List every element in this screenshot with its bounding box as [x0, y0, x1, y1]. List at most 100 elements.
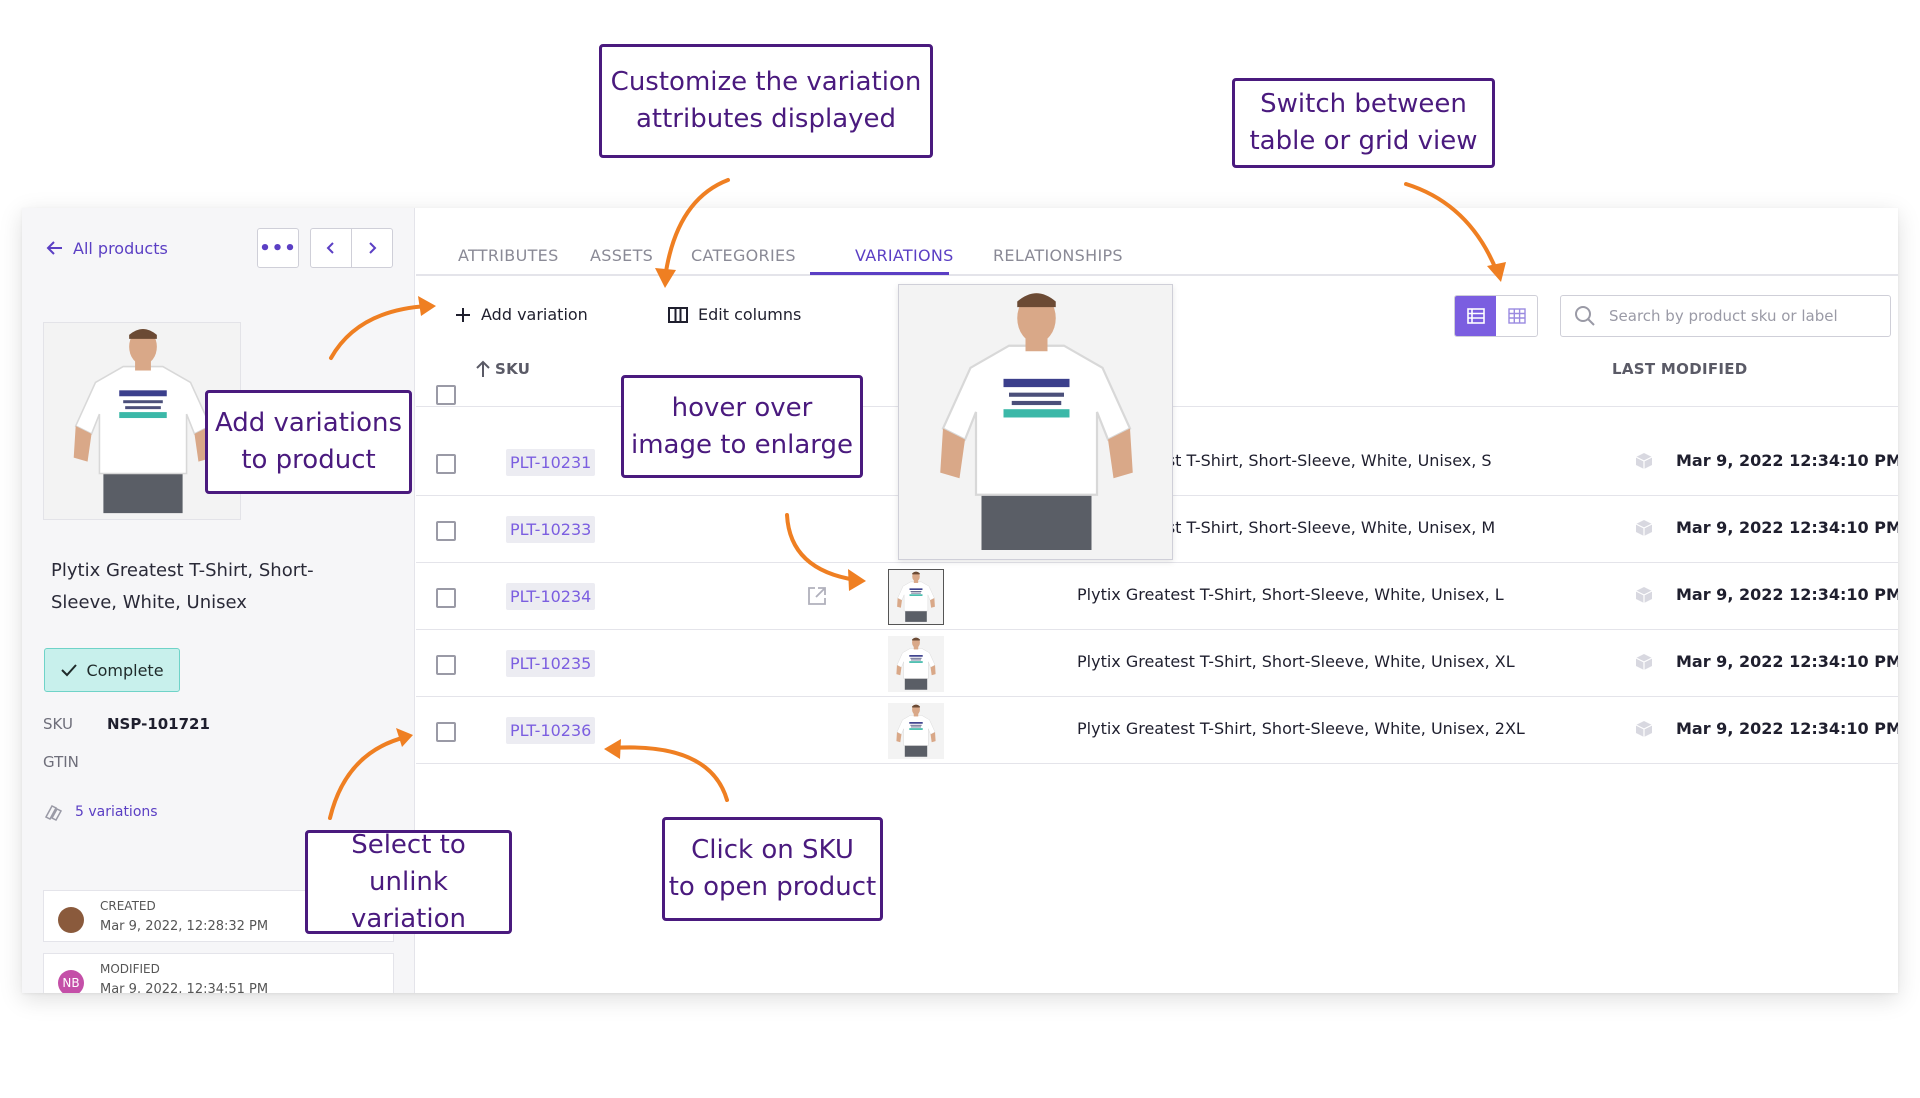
columns-icon	[668, 306, 688, 323]
edit-columns-button[interactable]: Edit columns	[668, 305, 801, 324]
sku-link[interactable]: PLT-10231	[506, 449, 596, 476]
select-all-checkbox[interactable]	[436, 385, 456, 405]
sku-column-header[interactable]: SKU	[475, 360, 530, 378]
tab-assets[interactable]: ASSETS	[590, 246, 654, 265]
status-badge[interactable]: Complete	[44, 648, 180, 692]
product-label: Plytix Greatest T-Shirt, Short-Sleeve, W…	[1077, 585, 1504, 604]
variations-count-link[interactable]: 5 variations	[43, 802, 158, 822]
annotation-line: unlink variation	[351, 866, 466, 934]
check-icon	[61, 664, 78, 677]
annotation-line: hover over	[671, 392, 813, 423]
sku-link[interactable]: PLT-10233	[506, 516, 596, 543]
annotation-line: Customize the variation	[610, 67, 922, 97]
tshirt-image	[899, 285, 1173, 560]
previous-product-button[interactable]	[310, 228, 352, 268]
cube-icon	[1635, 453, 1653, 469]
list-view-icon	[1466, 308, 1485, 324]
last-modified: Mar 9, 2022 12:34:10 PM	[1676, 719, 1898, 738]
table-row[interactable]: PLT-10233 est T-Shirt, Short-Sleeve, Whi…	[416, 496, 1898, 563]
gtin-label: GTIN	[43, 753, 79, 771]
table-row[interactable]: PLT-10235 Plytix Greatest T-Shirt, Short…	[416, 630, 1898, 697]
more-actions-button[interactable]: •••	[257, 228, 299, 268]
view-toggle	[1454, 295, 1538, 337]
table-row[interactable]: PLT-10234 Plytix Greatest T-Shirt, Short…	[416, 563, 1898, 630]
last-modified: Mar 9, 2022 12:34:10 PM	[1676, 652, 1898, 671]
annotation-line: Switch between	[1260, 89, 1467, 119]
tab-variations[interactable]: VARIATIONS	[855, 246, 954, 265]
grid-view-icon	[1507, 308, 1526, 324]
sku-link[interactable]: PLT-10235	[506, 650, 596, 677]
row-checkbox[interactable]	[436, 588, 456, 608]
next-product-button[interactable]	[351, 228, 393, 268]
avatar	[58, 907, 84, 933]
annotation-line: attributes displayed	[635, 104, 897, 134]
tab-attributes[interactable]: ATTRIBUTES	[458, 246, 559, 265]
last-modified: Mar 9, 2022 12:34:10 PM	[1676, 585, 1898, 604]
tab-relationships[interactable]: RELATIONSHIPS	[993, 246, 1123, 265]
tshirt-image	[889, 570, 943, 624]
active-tab-indicator	[810, 272, 949, 275]
variation-thumbnail[interactable]	[888, 569, 944, 625]
annotation-click-sku: Click on SKU to open product	[662, 817, 883, 921]
tab-bar: ATTRIBUTES ASSETS CATEGORIES VARIATIONS …	[416, 208, 1898, 276]
row-checkbox[interactable]	[436, 655, 456, 675]
add-variation-button[interactable]: Add variation	[455, 305, 588, 324]
all-products-link[interactable]: All products	[45, 238, 168, 258]
row-checkbox[interactable]	[436, 722, 456, 742]
table-row[interactable]: PLT-10231 est T-Shirt, Short-Sleeve, Whi…	[416, 429, 1898, 496]
sku-link[interactable]: PLT-10234	[506, 583, 596, 610]
cube-icon	[1635, 587, 1653, 603]
table-row[interactable]: PLT-10236 Plytix Greatest T-Shirt, Short…	[416, 697, 1898, 764]
product-label: est T-Shirt, Short-Sleeve, White, Unisex…	[1157, 518, 1496, 537]
sort-up-icon	[476, 360, 490, 377]
cube-icon	[1635, 520, 1653, 536]
annotation-hover: hover over image to enlarge	[621, 375, 863, 478]
arrow-left-icon	[46, 241, 62, 255]
last-modified: Mar 9, 2022 12:34:10 PM	[1676, 451, 1898, 470]
annotation-switch-view: Switch between table or grid view	[1232, 78, 1495, 168]
all-products-label: All products	[73, 238, 168, 258]
modified-value: Mar 9, 2022, 12:34:51 PM	[100, 982, 269, 993]
chevron-right-icon	[369, 242, 377, 254]
avatar: NB	[58, 970, 84, 993]
product-label: est T-Shirt, Short-Sleeve, White, Unisex…	[1157, 451, 1492, 470]
search-box	[1560, 295, 1891, 337]
modified-info: NB MODIFIED Mar 9, 2022, 12:34:51 PM	[43, 953, 394, 993]
table-view-button[interactable]	[1455, 296, 1496, 336]
last-modified: Mar 9, 2022 12:34:10 PM	[1676, 518, 1898, 537]
grid-view-button[interactable]	[1496, 296, 1537, 336]
image-hover-preview	[898, 284, 1173, 560]
last-modified-column-header[interactable]: LAST MODIFIED	[1612, 360, 1748, 378]
status-label: Complete	[86, 660, 164, 680]
annotation-line: Click on SKU	[691, 835, 854, 865]
annotation-line: image to enlarge	[631, 429, 853, 460]
annotation-line: Add variations	[214, 408, 403, 438]
external-link-icon[interactable]	[806, 585, 828, 607]
chevron-left-icon	[326, 242, 334, 254]
variations-icon	[44, 805, 63, 821]
cube-icon	[1635, 654, 1653, 670]
add-variation-label: Add variation	[481, 305, 588, 324]
tab-categories[interactable]: CATEGORIES	[691, 246, 796, 265]
row-checkbox[interactable]	[436, 521, 456, 541]
annotation-line: table or grid view	[1249, 126, 1478, 156]
annotation-customize: Customize the variation attributes displa…	[599, 44, 933, 158]
row-checkbox[interactable]	[436, 454, 456, 474]
more-icon: •••	[259, 237, 297, 259]
product-label: Plytix Greatest T-Shirt, Short-Sleeve, W…	[1077, 652, 1515, 671]
tshirt-image	[888, 636, 944, 692]
edit-columns-label: Edit columns	[698, 305, 802, 324]
annotation-line: Select to	[351, 829, 466, 860]
variation-thumbnail[interactable]	[888, 703, 944, 759]
sku-link[interactable]: PLT-10236	[506, 717, 596, 744]
search-input[interactable]	[1609, 307, 1869, 325]
annotation-line: to open product	[668, 872, 877, 902]
variation-thumbnail[interactable]	[888, 636, 944, 692]
app-window: All products ••• Plytix Greatest T-Shirt…	[22, 208, 1898, 993]
sku-column-label: SKU	[495, 360, 531, 378]
sku-label: SKU	[43, 715, 73, 733]
created-value: Mar 9, 2022, 12:28:32 PM	[100, 919, 269, 934]
cube-icon	[1635, 721, 1653, 737]
annotation-line: to product	[241, 445, 376, 475]
search-icon	[1575, 306, 1595, 326]
